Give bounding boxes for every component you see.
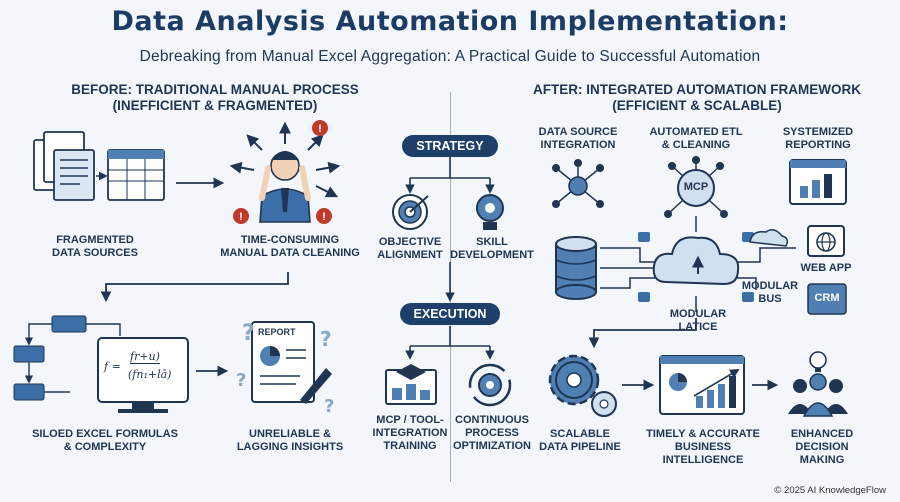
fragmented-line2: DATA SOURCES xyxy=(52,247,138,259)
before-heading-line2: (INEFFICIENT & FRAGMENTED) xyxy=(112,98,318,113)
before-heading: BEFORE: TRADITIONAL MANUAL PROCESS (INEF… xyxy=(50,82,380,114)
scalable-pipeline-label: SCALABLE DATA PIPELINE xyxy=(530,428,630,454)
training-icon xyxy=(385,364,437,405)
formula-denominator: (fn₁+lā) xyxy=(128,368,172,381)
mcp-line1: MCP / TOOL- xyxy=(376,414,444,426)
mcp-training-label: MCP / TOOL- INTEGRATION TRAINING xyxy=(366,414,454,453)
siloed-line1: SILOED EXCEL FORMULAS xyxy=(32,428,178,440)
process-optimization-label: CONTINUOUS PROCESS OPTIMIZATION xyxy=(448,414,536,453)
bi-dashboard-icon xyxy=(659,355,745,415)
before-heading-line1: BEFORE: TRADITIONAL MANUAL PROCESS xyxy=(71,82,359,97)
svg-text:?: ? xyxy=(242,321,255,346)
reporting-window-icon xyxy=(789,159,847,205)
page-title: Data Analysis Automation Implementation: xyxy=(111,6,789,37)
unreliable-insights-label: UNRELIABLE & LAGGING INSIGHTS xyxy=(215,428,365,454)
stressed-person-icon: ! ! ! xyxy=(229,120,341,224)
decision-team-icon xyxy=(788,351,848,417)
lightbulb-gear-icon xyxy=(476,194,504,230)
report-heading: REPORT xyxy=(258,327,296,337)
bi-line2: BUSINESS INTELLIGENCE xyxy=(662,441,744,466)
data-source-integration-label: DATA SOURCE INTEGRATION xyxy=(530,126,626,152)
web-app-icon xyxy=(807,225,845,257)
decision-line1: ENHANCED xyxy=(790,428,854,440)
fragmented-line1: FRAGMENTED xyxy=(56,234,134,246)
decision-line2: DECISION MAKING xyxy=(795,441,849,466)
unreliable-line1: UNRELIABLE & xyxy=(249,428,331,440)
pipeline-line1: SCALABLE xyxy=(550,428,610,440)
business-intelligence-label: TIMELY & ACCURATE BUSINESS INTELLIGENCE xyxy=(636,428,770,467)
rep-line2: REPORTING xyxy=(785,139,851,151)
mcp-node-label: MCP xyxy=(683,181,709,193)
dsi-line1: DATA SOURCE xyxy=(538,126,618,138)
crm-box xyxy=(807,283,847,315)
web-app-label: WEB APP xyxy=(800,262,852,274)
svg-text:!: ! xyxy=(318,123,322,135)
fragmented-documents-icon xyxy=(33,131,165,201)
after-heading-line1: AFTER: INTEGRATED AUTOMATION FRAMEWORK xyxy=(533,82,861,97)
pipeline-line2: DATA PIPELINE xyxy=(539,441,621,453)
svg-text:?: ? xyxy=(320,327,332,351)
latice-line1: MODULAR xyxy=(669,308,727,320)
systemized-reporting-label: SYSTEMIZED REPORTING xyxy=(770,126,866,152)
bus-line2: BUS xyxy=(758,293,782,305)
skill-line2: DEVELOPMENT xyxy=(450,249,534,261)
after-heading: AFTER: INTEGRATED AUTOMATION FRAMEWORK (… xyxy=(512,82,882,114)
svg-text:?: ? xyxy=(324,396,334,417)
objective-line2: ALIGNMENT xyxy=(377,249,443,261)
objective-alignment-label: OBJECTIVE ALIGNMENT xyxy=(370,236,450,262)
cpo-line1: CONTINUOUS xyxy=(455,414,529,426)
strategy-badge: STRATEGY xyxy=(402,135,498,157)
after-heading-line2: (EFFICIENT & SCALABLE) xyxy=(612,98,782,113)
optimization-gear-icon xyxy=(468,363,512,407)
pipeline-gear-icon xyxy=(548,354,617,417)
formula-numerator: fr+u) xyxy=(130,350,160,364)
decision-making-label: ENHANCED DECISION MAKING xyxy=(772,428,872,467)
copyright: © 2025 AI KnowledgeFlow xyxy=(774,485,886,496)
execution-badge: EXECUTION xyxy=(400,303,500,325)
crm-label: CRM xyxy=(814,292,840,304)
modular-bus-label: MODULAR BUS xyxy=(740,280,800,306)
cpo-line2: PROCESS xyxy=(465,427,519,439)
siloed-formulas-icon xyxy=(13,315,189,413)
page-subtitle: Debreaking from Manual Excel Aggregation… xyxy=(139,48,761,65)
svg-text:!: ! xyxy=(322,211,326,223)
dsi-line2: INTEGRATION xyxy=(540,139,616,151)
cleaning-line1: TIME-CONSUMING xyxy=(240,234,340,246)
skill-line1: SKILL xyxy=(476,236,508,248)
manual-cleaning-label: TIME-CONSUMING MANUAL DATA CLEANING xyxy=(205,234,375,260)
mcp-line3: TRAINING xyxy=(383,440,437,452)
svg-text:?: ? xyxy=(236,370,246,391)
mcp-line2: INTEGRATION xyxy=(372,427,448,439)
cloud-lattice-icon xyxy=(600,216,796,312)
latice-line2: LATICE xyxy=(678,321,718,333)
skill-development-label: SKILL DEVELOPMENT xyxy=(450,236,534,262)
cleaning-line2: MANUAL DATA CLEANING xyxy=(220,247,360,259)
cpo-line3: OPTIMIZATION xyxy=(452,440,531,452)
bus-line1: MODULAR xyxy=(741,280,799,292)
objective-line1: OBJECTIVE xyxy=(378,236,442,248)
mcp-hub-icon xyxy=(664,156,728,218)
etl-line2: & CLEANING xyxy=(661,139,731,151)
siloed-line2: & COMPLEXITY xyxy=(63,441,147,453)
report-icon: ? ? ? ? xyxy=(236,321,334,417)
svg-text:!: ! xyxy=(239,211,243,223)
rep-line1: SYSTEMIZED xyxy=(782,126,854,138)
automated-etl-label: AUTOMATED ETL & CLEANING xyxy=(644,126,748,152)
etl-line1: AUTOMATED ETL xyxy=(649,126,743,138)
bi-line1: TIMELY & ACCURATE xyxy=(646,428,760,440)
modular-latice-label: MODULAR LATICE xyxy=(668,308,728,334)
fragmented-data-sources-label: FRAGMENTED DATA SOURCES xyxy=(20,234,170,260)
data-source-network-icon xyxy=(552,159,604,208)
target-icon xyxy=(392,194,429,230)
unreliable-line2: LAGGING INSIGHTS xyxy=(236,441,344,453)
database-icon xyxy=(555,236,597,300)
siloed-formulas-label: SILOED EXCEL FORMULAS & COMPLEXITY xyxy=(10,428,200,454)
formula-f: f = xyxy=(104,360,121,373)
